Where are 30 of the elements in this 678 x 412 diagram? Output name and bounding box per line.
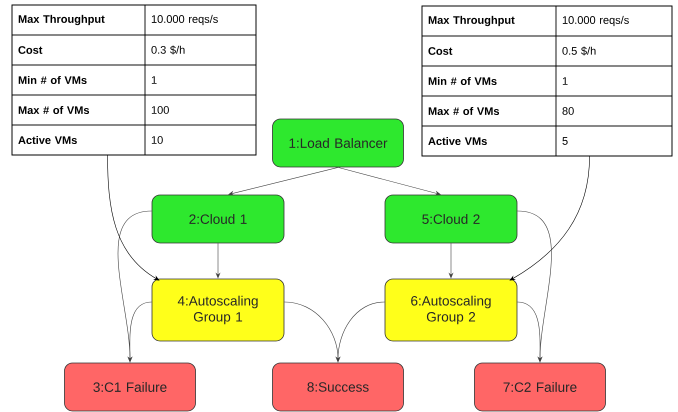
table-cell: 100 [144,94,256,126]
table-cell: Max Throughput [12,4,146,36]
table-cell: Min # of VMs [12,64,146,96]
process-box: 2:Cloud 1 [152,194,284,244]
table-cell: 10 [144,124,256,156]
table-cell: Active VMs [422,126,556,156]
process-box: 5:Cloud 2 [384,194,518,244]
table-cell: 1 [144,64,256,96]
table-cell: 10.000 reqs/s [556,6,672,36]
table-cell: 1 [556,66,672,96]
process-box: 4:Autoscaling Group 1 [152,278,284,342]
table-cell: Max # of VMs [12,94,146,126]
table-cell: Active VMs [12,124,146,156]
arrow [338,167,441,196]
process-box: 7:C2 Failure [474,362,606,412]
table-cell: Max Throughput [422,6,556,36]
table-cell: 10.000 reqs/s [144,4,256,36]
table-cell: 0.5 $/h [556,36,672,66]
table-cell: Cost [12,34,146,66]
table-cell: 5 [556,126,672,156]
process-box: 1:Load Balancer [272,118,404,168]
process-box: 8:Success [272,362,404,412]
table-cell: 80 [556,96,672,126]
table-cell: Cost [422,36,556,66]
process-box: 6:Autoscaling Group 2 [384,278,518,342]
arrow [228,167,338,196]
table-cell: Min # of VMs [422,66,556,96]
table-cell: 0.3 $/h [144,34,256,66]
table-cell: Max # of VMs [422,96,556,126]
process-box: 3:C1 Failure [64,362,196,412]
